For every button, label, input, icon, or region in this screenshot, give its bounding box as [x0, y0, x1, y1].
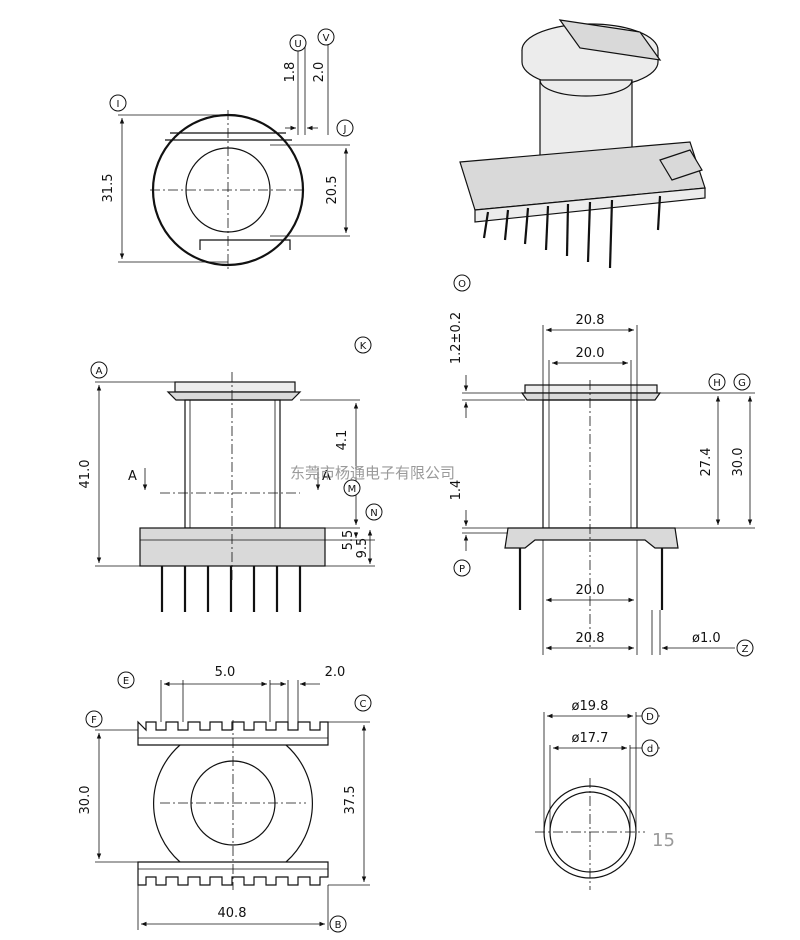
svg-text:P: P	[459, 564, 465, 575]
svg-text:d: d	[647, 744, 653, 755]
svg-text:G: G	[738, 378, 746, 389]
svg-text:D: D	[646, 712, 654, 723]
svg-text:M: M	[348, 484, 357, 495]
dim-27-4: 27.4	[699, 448, 714, 477]
dim-dia-19-8: ø19.8	[572, 699, 609, 714]
bubble-I: I	[109, 94, 127, 112]
dim-4-1: 4.1	[335, 430, 350, 451]
bubble-P: P	[453, 559, 471, 577]
svg-text:O: O	[458, 279, 466, 290]
bubble-M: M	[343, 479, 361, 497]
dim-40-8: 40.8	[218, 906, 247, 921]
bubble-N: N	[365, 503, 383, 521]
bottom-view: 5.0 2.0 30.0 37.5 40.8	[78, 665, 370, 930]
company-watermark: 东莞市杨通电子有限公司	[290, 464, 455, 482]
bubble-K: K	[354, 336, 372, 354]
svg-text:F: F	[91, 715, 97, 726]
dim-1-8: 1.8	[283, 62, 298, 83]
svg-text:J: J	[343, 124, 347, 135]
dim-20-5: 20.5	[325, 176, 340, 205]
svg-text:I: I	[117, 99, 120, 110]
dim-5-0: 5.0	[215, 665, 236, 680]
dim-bottom-30-0: 30.0	[78, 786, 93, 815]
front-view: 41.0 4.1 5.5 9.5 A A	[78, 372, 375, 612]
svg-text:C: C	[360, 699, 367, 710]
bubble-E: E	[117, 671, 135, 689]
svg-text:B: B	[335, 920, 342, 931]
dim-dia-17-7: ø17.7	[572, 731, 609, 746]
dim-20-8-top: 20.8	[576, 313, 605, 328]
core-circle-view: ø19.8 ø17.7	[535, 699, 660, 890]
reference-bubbles: I U V J A K M N O H G P Z E F C B D d	[85, 28, 754, 933]
svg-text:K: K	[360, 341, 367, 352]
svg-text:H: H	[713, 378, 721, 389]
dim-2-0: 2.0	[312, 62, 327, 83]
dim-20-0-top: 20.0	[576, 346, 605, 361]
section-mark-right: A	[322, 469, 331, 484]
dim-31-5: 31.5	[101, 174, 116, 203]
dim-1-4: 1.4	[449, 480, 464, 501]
svg-text:V: V	[323, 33, 330, 44]
dim-9-5: 9.5	[355, 538, 370, 559]
dim-20-0-bottom: 20.0	[576, 583, 605, 598]
svg-text:U: U	[294, 39, 301, 50]
bubble-V: V	[317, 28, 335, 46]
bubble-D: D	[641, 707, 659, 725]
section-mark-left: A	[128, 469, 137, 484]
bubble-H: H	[708, 373, 726, 391]
bubble-A: A	[90, 361, 108, 379]
dim-1-2: 1.2±0.2	[449, 312, 464, 364]
svg-text:A: A	[96, 366, 103, 377]
dim-pin-diameter: ø1.0	[692, 631, 721, 646]
side-view: 20.8 20.0 1.2±0.2 1.4 27.4 30.0 20.0 20.…	[449, 312, 755, 655]
bubble-B: B	[329, 915, 347, 933]
bubble-J: J	[336, 119, 354, 137]
dim-41-0: 41.0	[78, 460, 93, 489]
dim-5-5: 5.5	[341, 530, 356, 551]
svg-text:N: N	[370, 508, 377, 519]
bubble-O: O	[453, 274, 471, 292]
svg-text:Z: Z	[742, 644, 749, 655]
top-view: 31.5 20.5 1.8 2.0	[101, 40, 350, 270]
bubble-F: F	[85, 710, 103, 728]
dim-30-0: 30.0	[731, 448, 746, 477]
dim-bottom-2-0: 2.0	[325, 665, 346, 680]
bubble-Z: Z	[736, 639, 754, 657]
svg-text:E: E	[123, 676, 129, 687]
page-number: 15	[652, 830, 675, 851]
dim-20-8-bottom: 20.8	[576, 631, 605, 646]
isometric-view	[459, 19, 706, 269]
dim-37-5: 37.5	[343, 786, 358, 815]
bubble-C: C	[354, 694, 372, 712]
bubble-d: d	[641, 739, 659, 757]
bubble-U: U	[289, 34, 307, 52]
bubble-G: G	[733, 373, 751, 391]
